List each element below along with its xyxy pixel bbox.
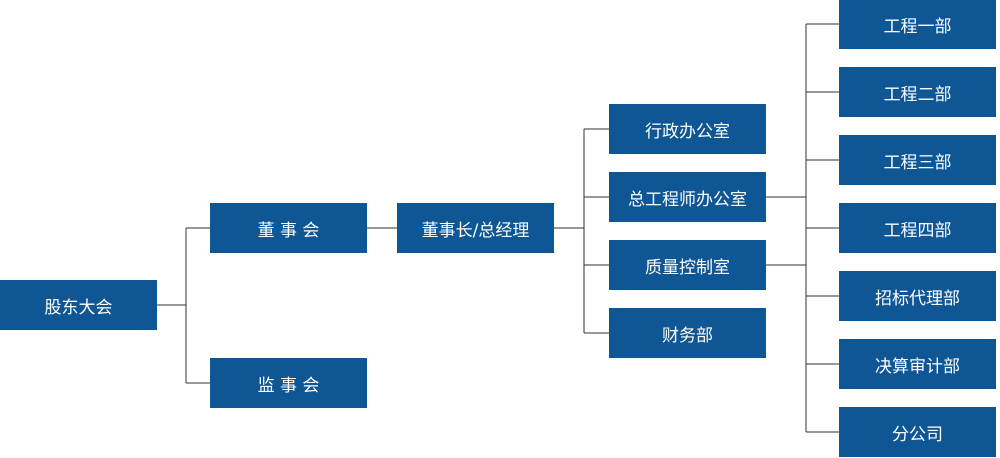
node-engineering-1: 工程一部 xyxy=(839,0,996,49)
node-engineering-3: 工程三部 xyxy=(839,135,996,185)
node-branch: 分公司 xyxy=(839,407,996,457)
node-chief-engineer-office: 总工程师办公室 xyxy=(609,172,766,222)
node-admin-office: 行政办公室 xyxy=(609,104,766,154)
node-shareholders: 股东大会 xyxy=(0,280,157,330)
node-supervisors: 监 事 会 xyxy=(210,358,367,408)
node-finance: 财务部 xyxy=(609,308,766,358)
node-quality-control: 质量控制室 xyxy=(609,240,766,290)
node-bidding-agency: 招标代理部 xyxy=(839,271,996,321)
node-engineering-2: 工程二部 xyxy=(839,67,996,117)
node-engineering-4: 工程四部 xyxy=(839,203,996,253)
node-chairman: 董事长/总经理 xyxy=(397,203,554,253)
node-budget-audit: 决算审计部 xyxy=(839,339,996,389)
node-board: 董 事 会 xyxy=(210,203,367,253)
